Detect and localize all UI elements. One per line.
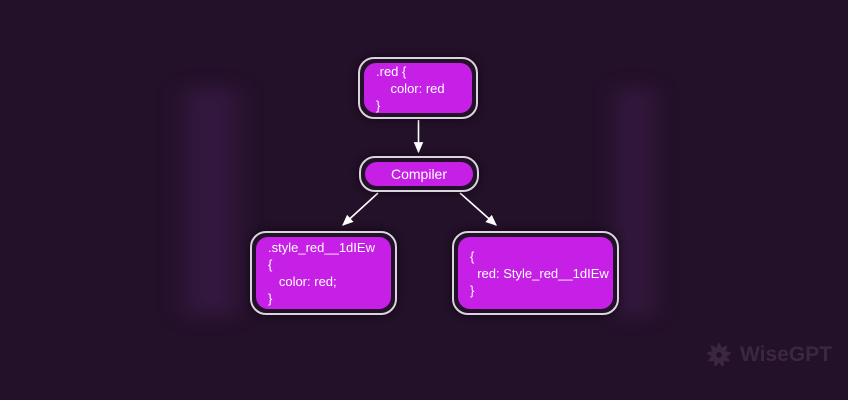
code-line: } [470, 282, 475, 298]
compiler-node-label: Compiler [390, 165, 447, 182]
compiled-css-code-block: .style_red__1dIEw { color: red; } [256, 237, 391, 309]
compiler-node-body: Compiler [365, 162, 473, 186]
code-line: } [376, 97, 381, 113]
watermark: WiseGPT [704, 340, 832, 370]
source-css-node: .red { color: red } [358, 57, 478, 119]
compiled-css-node: .style_red__1dIEw { color: red; } [250, 231, 397, 315]
edge-compiler-to-js [459, 192, 497, 226]
background-glow-band-left [170, 88, 252, 316]
code-line: .style_red__1dIEw [268, 240, 375, 255]
code-line: red: Style_red__1dIEw [470, 265, 609, 281]
code-line: .red { [376, 63, 407, 79]
edge-compiler-to-css [342, 192, 379, 226]
code-line: } [268, 291, 273, 306]
wisegpt-burst-icon [706, 342, 732, 367]
code-line: { [470, 248, 475, 264]
compiled-js-code-block: { red: Style_red__1dIEw } [458, 237, 613, 309]
code-line: color: red; [268, 274, 337, 289]
code-line: color: red [376, 80, 445, 96]
code-line: { [268, 257, 273, 272]
compiled-js-node: { red: Style_red__1dIEw } [452, 231, 619, 315]
source-css-code-block: .red { color: red } [364, 63, 472, 113]
watermark-label: WiseGPT [740, 343, 832, 366]
compiler-node: Compiler [359, 156, 479, 192]
